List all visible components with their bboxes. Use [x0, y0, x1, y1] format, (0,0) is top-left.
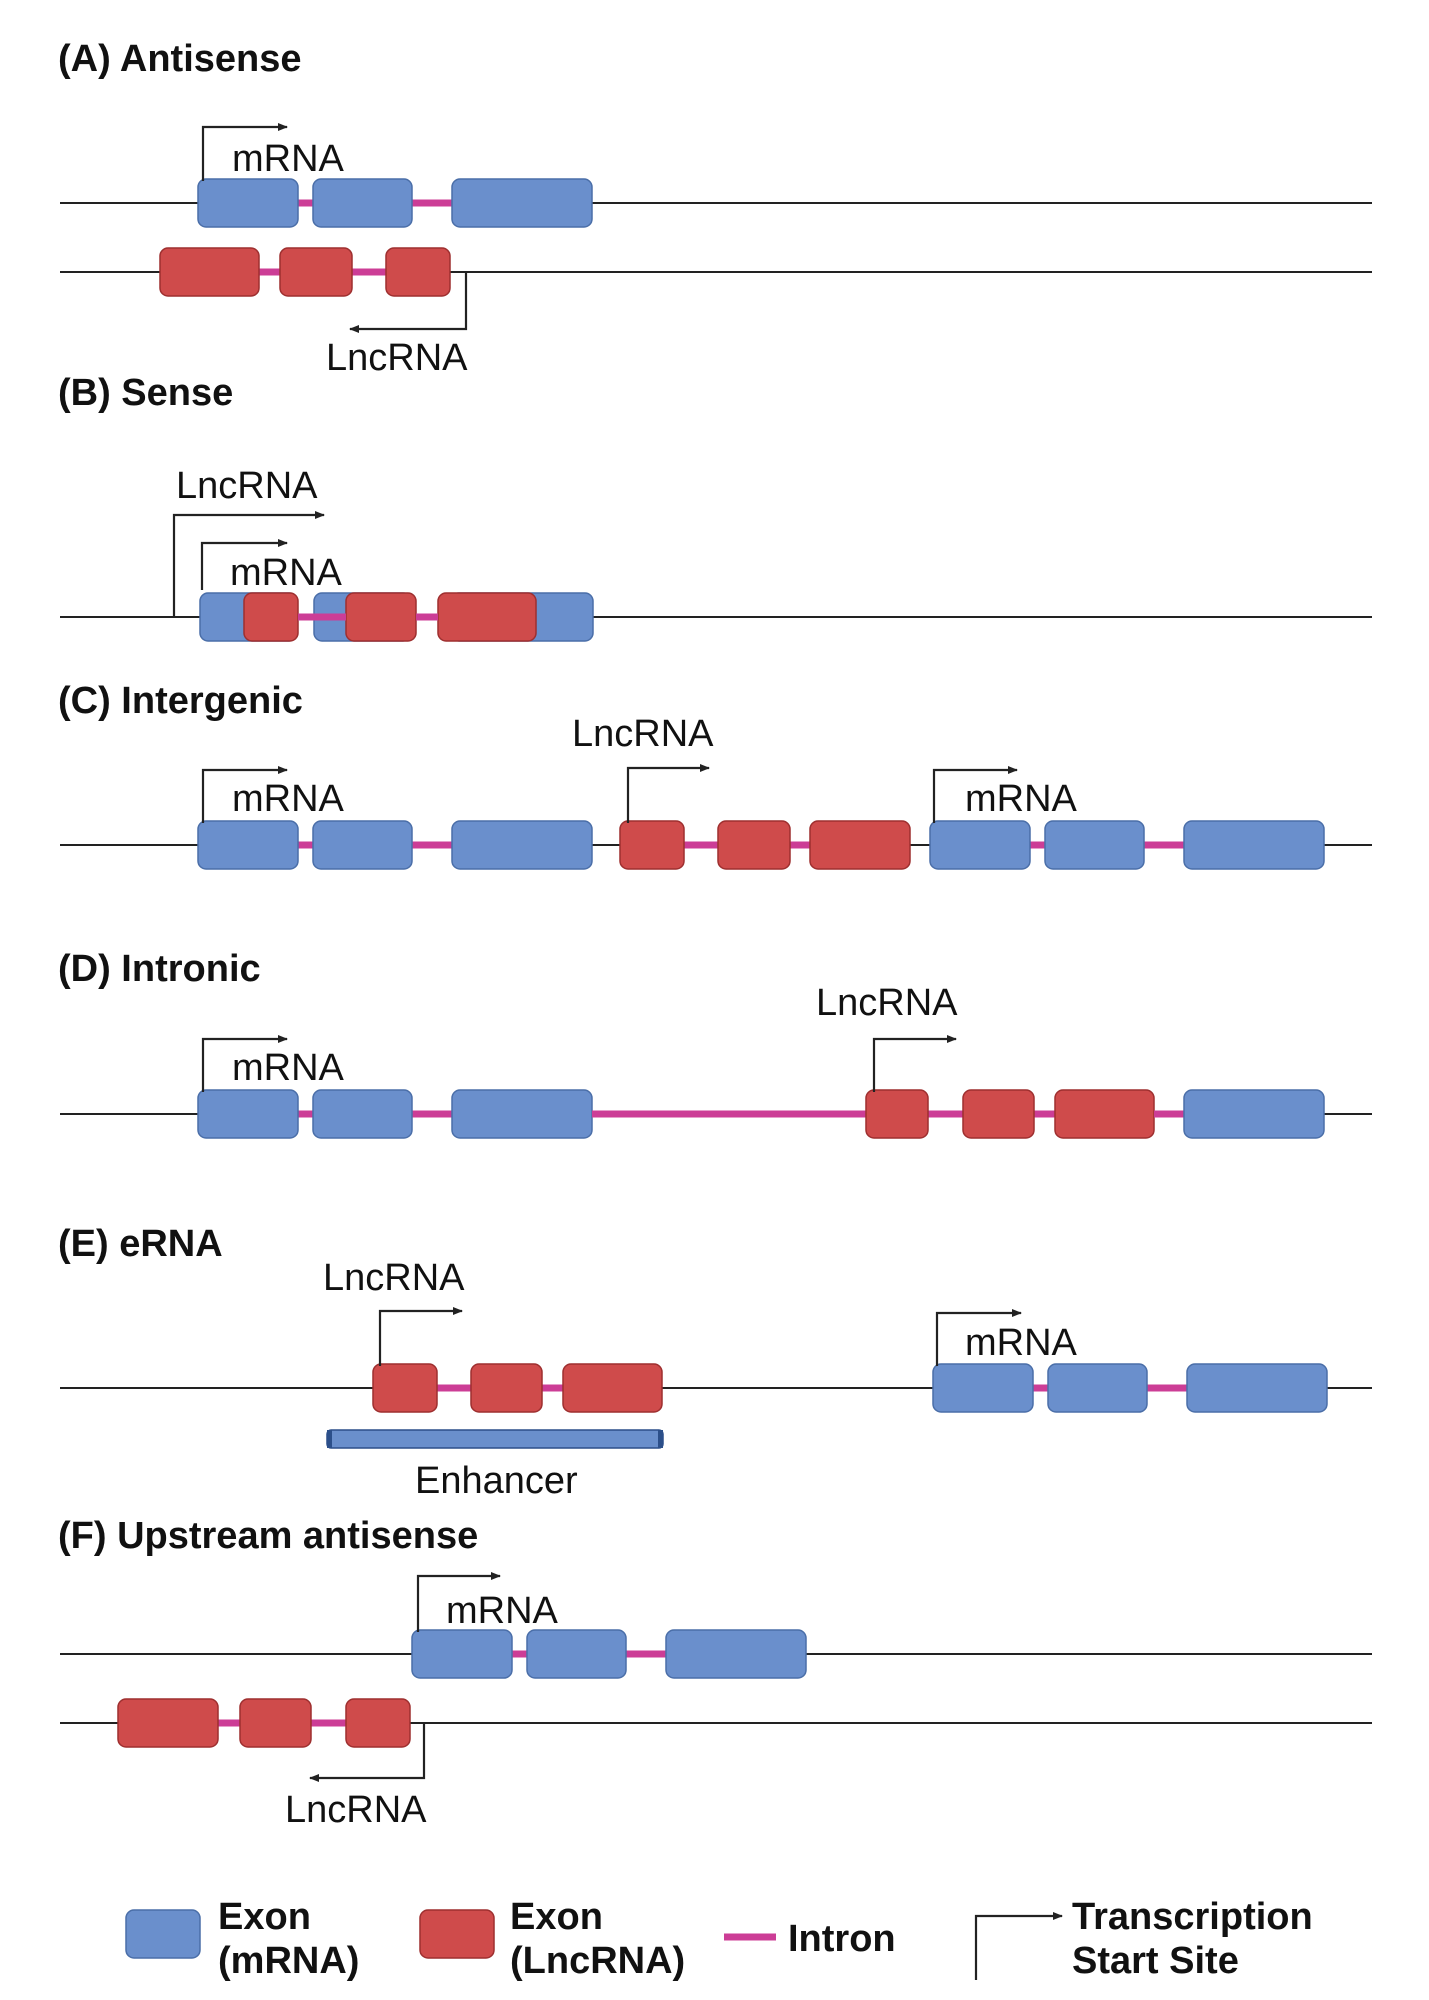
- exon-mrna: [526, 1629, 627, 1679]
- legend-exon-mrna-label-1: Exon: [218, 1896, 311, 1938]
- label-d-mrna: mRNA: [232, 1047, 345, 1089]
- exon-lncrna: [117, 1698, 219, 1748]
- label-c-lncrna: LncRNA: [572, 713, 714, 755]
- transcription-start-site-arrow: [200, 539, 288, 590]
- label-d-lncrna: LncRNA: [816, 982, 958, 1024]
- label-f-lncrna: LncRNA: [285, 1789, 427, 1831]
- exon-mrna: [1186, 1363, 1328, 1413]
- exon-lncrna: [962, 1089, 1035, 1139]
- label-e-lncrna: LncRNA: [323, 1257, 465, 1299]
- transcription-start-site-arrow: [935, 1309, 1022, 1366]
- diagram-shapes: [60, 123, 1372, 1980]
- panel-title-upstream-antisense: (F) Upstream antisense: [58, 1515, 478, 1557]
- legend-exon-lncrna-label-2: (LncRNA): [510, 1940, 685, 1982]
- legend-exon-lncrna-label-1: Exon: [510, 1896, 603, 1938]
- transcription-start-site-arrow: [626, 764, 710, 823]
- panel-title-intronic: (D) Intronic: [58, 948, 261, 990]
- exon-lncrna: [717, 820, 791, 870]
- exon-lncrna: [243, 592, 299, 642]
- transcription-start-site-arrow: [172, 511, 325, 617]
- panel-title-antisense: (A) Antisense: [58, 38, 302, 80]
- exon-mrna: [451, 820, 593, 870]
- label-e-mrna: mRNA: [965, 1322, 1078, 1364]
- transcription-start-site-arrow: [309, 1723, 426, 1782]
- legend-exon-mrna-label-2: (mRNA): [218, 1940, 359, 1982]
- exon-lncrna: [159, 247, 260, 297]
- exon-mrna: [451, 178, 593, 228]
- transcription-start-site-arrow: [201, 1035, 288, 1092]
- exon-mrna: [312, 1089, 413, 1139]
- enhancer-bar-edge: [658, 1430, 663, 1448]
- legend-tss-label-1: Transcription: [1072, 1896, 1313, 1938]
- label-b-mrna: mRNA: [230, 552, 343, 594]
- exon-lncrna: [562, 1363, 663, 1413]
- label-b-lncrna: LncRNA: [176, 465, 318, 507]
- exon-mrna: [1044, 820, 1145, 870]
- exon-mrna: [312, 820, 413, 870]
- transcription-start-site-arrow: [932, 766, 1018, 823]
- transcription-start-site-arrow: [378, 1307, 463, 1366]
- exon-mrna: [197, 820, 299, 870]
- panel-title-erna: (E) eRNA: [58, 1223, 223, 1265]
- exon-mrna: [929, 820, 1031, 870]
- enhancer-bar-edge: [327, 1430, 332, 1448]
- exon-mrna: [451, 1089, 593, 1139]
- legend-exon-mrna-swatch: [125, 1909, 201, 1959]
- label-e-enhancer: Enhancer: [415, 1460, 578, 1502]
- exon-mrna: [411, 1629, 513, 1679]
- legend-tss-label-2: Start Site: [1072, 1940, 1239, 1982]
- panel-title-sense: (B) Sense: [58, 372, 233, 414]
- exon-mrna: [1183, 1089, 1325, 1139]
- transcription-start-site-arrow: [974, 1912, 1063, 1980]
- exon-mrna: [1047, 1363, 1148, 1413]
- exon-lncrna: [345, 1698, 411, 1748]
- exon-lncrna: [437, 592, 537, 642]
- panel-title-intergenic: (C) Intergenic: [58, 680, 303, 722]
- label-c-mrna-2: mRNA: [965, 778, 1078, 820]
- exon-lncrna: [279, 247, 353, 297]
- transcription-start-site-arrow: [416, 1572, 501, 1632]
- legend-exon-lncrna-swatch: [419, 1909, 495, 1959]
- transcription-start-site-arrow: [349, 272, 468, 333]
- exon-mrna: [197, 1089, 299, 1139]
- label-f-mrna: mRNA: [446, 1590, 559, 1632]
- transcription-start-site-arrow: [201, 766, 288, 823]
- exon-lncrna: [345, 592, 417, 642]
- exon-mrna: [932, 1363, 1034, 1413]
- exon-lncrna: [1054, 1089, 1155, 1139]
- exon-mrna: [197, 178, 299, 228]
- exon-lncrna: [809, 820, 911, 870]
- exon-lncrna: [239, 1698, 312, 1748]
- exon-lncrna: [385, 247, 451, 297]
- transcription-start-site-arrow: [201, 123, 288, 181]
- label-a-mrna: mRNA: [232, 138, 345, 180]
- exon-lncrna: [619, 820, 685, 870]
- transcription-start-site-arrow: [872, 1035, 957, 1092]
- exon-lncrna: [470, 1363, 543, 1413]
- exon-lncrna: [372, 1363, 438, 1413]
- label-a-lncrna: LncRNA: [326, 337, 468, 379]
- legend-intron-label: Intron: [788, 1918, 896, 1960]
- exon-lncrna: [865, 1089, 929, 1139]
- exon-mrna: [1183, 820, 1325, 870]
- exon-mrna: [665, 1629, 807, 1679]
- enhancer-bar: [326, 1429, 664, 1449]
- label-c-mrna-1: mRNA: [232, 778, 345, 820]
- exon-mrna: [312, 178, 413, 228]
